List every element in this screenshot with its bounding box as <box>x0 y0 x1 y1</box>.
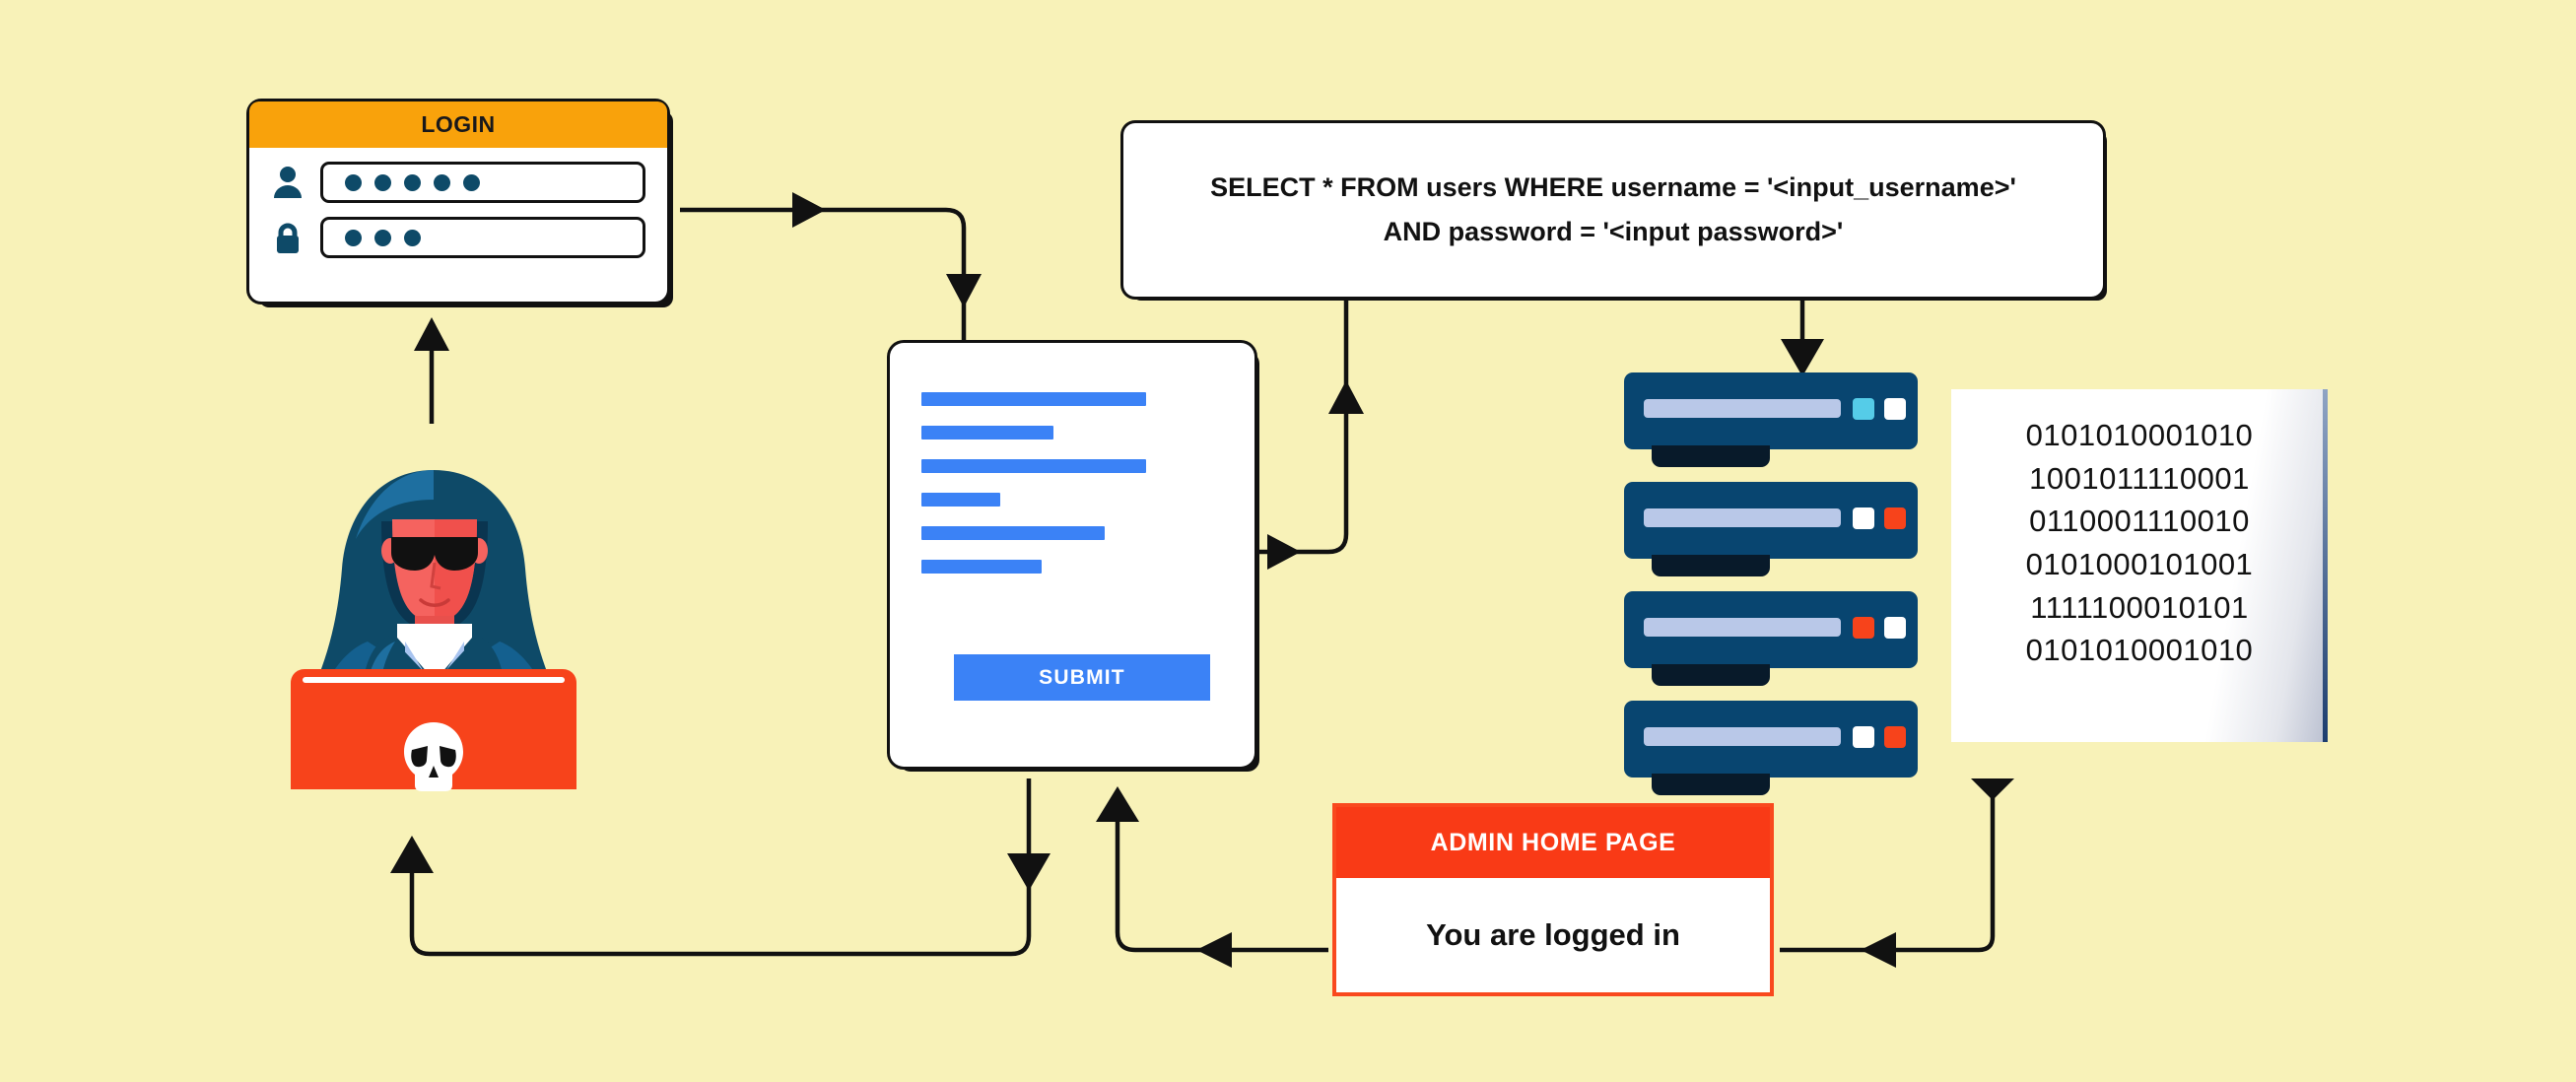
server-foot <box>1652 664 1770 686</box>
password-dot <box>404 229 421 246</box>
server-bar <box>1644 618 1841 637</box>
arrow-sql-to-server <box>1781 298 1824 376</box>
binary-row: 0101000101001 <box>2025 547 2254 582</box>
arrow-form-to-sql <box>1255 296 1364 570</box>
password-dot <box>374 173 391 191</box>
arrow-login-to-form <box>680 192 982 343</box>
server-bar <box>1644 399 1841 418</box>
form-line <box>921 459 1146 473</box>
login-card-title: LOGIN <box>249 101 667 148</box>
server-foot <box>1652 774 1770 795</box>
server-led <box>1853 507 1874 529</box>
admin-panel-title: ADMIN HOME PAGE <box>1336 807 1770 878</box>
server-led <box>1884 507 1906 529</box>
binary-rows: 0101010001010 1001011110001 011000111001… <box>1951 389 2328 670</box>
server-led <box>1884 617 1906 639</box>
password-dot <box>463 173 480 191</box>
password-input[interactable] <box>320 217 645 258</box>
server-led <box>1853 726 1874 748</box>
form-line <box>921 560 1042 574</box>
arrow-hacker-to-login <box>414 317 449 424</box>
password-dot <box>345 173 362 191</box>
server-unit <box>1624 701 1918 795</box>
submit-button[interactable]: SUBMIT <box>954 654 1210 701</box>
login-password-row <box>249 203 667 258</box>
password-dot <box>345 229 362 246</box>
server-bar <box>1644 727 1841 746</box>
password-dot <box>434 173 450 191</box>
binary-row: 0101010001010 <box>2025 418 2254 452</box>
server-led <box>1853 398 1874 420</box>
arrow-server-to-admin <box>1780 778 2014 968</box>
binary-data-sheet: 0101010001010 1001011110001 011000111001… <box>1951 389 2328 742</box>
lock-icon <box>271 219 305 256</box>
form-line <box>921 392 1146 406</box>
hacker-illustration <box>251 448 616 813</box>
form-line <box>921 426 1053 440</box>
username-input[interactable] <box>320 162 645 203</box>
form-line <box>921 493 1000 507</box>
binary-row: 1111100010101 <box>2030 589 2249 625</box>
server-unit <box>1624 482 1918 576</box>
binary-row: 0110001110010 <box>2029 504 2250 539</box>
user-icon <box>271 164 305 201</box>
server-unit <box>1624 372 1918 467</box>
server-foot <box>1652 555 1770 576</box>
password-dot <box>374 229 391 246</box>
login-username-row <box>249 148 667 203</box>
server-bar <box>1644 508 1841 527</box>
sql-query-line-1: SELECT * FROM users WHERE username = '<i… <box>1210 172 2016 202</box>
admin-panel-message: You are logged in <box>1426 917 1680 952</box>
server-led <box>1853 617 1874 639</box>
sql-query-line-2: AND password = '<input password>' <box>1383 217 1844 246</box>
web-form-card: SUBMIT <box>890 343 1254 767</box>
sql-query-box: SELECT * FROM users WHERE username = '<i… <box>1123 123 2103 297</box>
password-dot <box>404 173 421 191</box>
binary-row: 0101010001010 <box>2025 633 2254 668</box>
admin-home-page-panel: ADMIN HOME PAGE You are logged in <box>1332 803 1774 996</box>
login-card: LOGIN <box>249 101 667 302</box>
server-unit <box>1624 591 1918 686</box>
server-led <box>1884 726 1906 748</box>
form-line <box>921 526 1105 540</box>
binary-row: 1001011110001 <box>2029 460 2250 496</box>
server-foot <box>1652 445 1770 467</box>
server-rack-icon <box>1624 372 1918 795</box>
arrow-admin-to-form <box>1096 786 1328 968</box>
form-placeholder-lines <box>890 343 1254 574</box>
server-led <box>1884 398 1906 420</box>
